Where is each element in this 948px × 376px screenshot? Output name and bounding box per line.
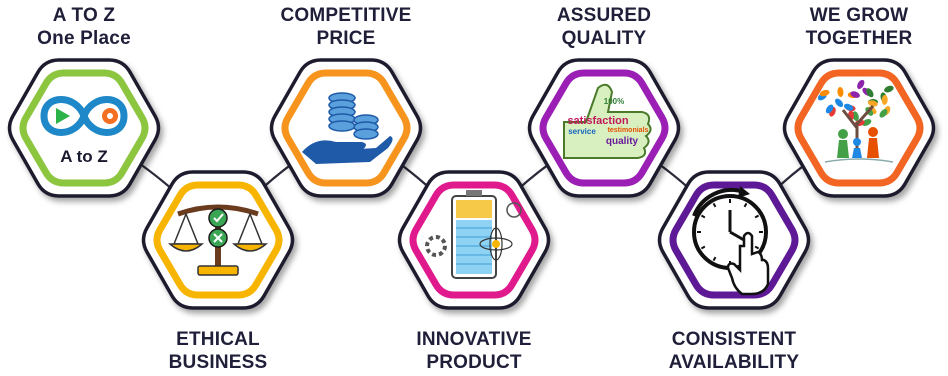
feature-label-line: PRICE [316, 28, 376, 49]
feature-hexagon-availability [657, 170, 811, 310]
wordcloud-word: satisfaction [567, 115, 628, 127]
hexagon-color-border [19, 69, 149, 187]
feature-label-line: ETHICAL [176, 329, 260, 350]
feature-hexagon-ethical [141, 170, 295, 310]
wordcloud-word: 100% [604, 97, 624, 106]
wordcloud-word: quality [606, 136, 639, 147]
a-to-z-icon-text: A to Z [60, 147, 108, 166]
coins-on-hand-icon [302, 92, 393, 164]
feature-hexagon-grow [782, 58, 936, 198]
balance-scale-icon [168, 204, 268, 276]
feature-label-line: ASSURED [556, 5, 652, 26]
feature-label-line: INNOVATIVE [416, 329, 532, 350]
wordcloud-word: service [568, 127, 596, 136]
infinity-loop-icon: A to Z [40, 96, 128, 166]
feature-label-line: A TO Z [52, 5, 116, 26]
family-tree-icon [817, 79, 894, 163]
feature-hexagon-innovative [397, 170, 551, 310]
battery-innovation-icon [425, 190, 522, 279]
feature-label-line: PRODUCT [426, 352, 522, 373]
feature-label-line: BUSINESS [168, 352, 268, 373]
feature-label-line: CONSISTENT [671, 329, 797, 350]
wordcloud-word: testimonials [608, 127, 649, 134]
hexagon-color-border [794, 69, 924, 187]
feature-hexagon-price [269, 58, 423, 198]
feature-label-line: AVAILABILITY [668, 352, 800, 373]
feature-label-line: COMPETITIVE [280, 5, 412, 26]
feature-label-line: QUALITY [561, 28, 647, 49]
feature-label-line: WE GROW [809, 5, 909, 26]
feature-label-line: TOGETHER [805, 28, 913, 49]
clock-tap-icon [692, 186, 770, 296]
feature-label-line: One Place [37, 28, 131, 49]
feature-hexagon-a-to-z: A to Z [7, 58, 161, 198]
